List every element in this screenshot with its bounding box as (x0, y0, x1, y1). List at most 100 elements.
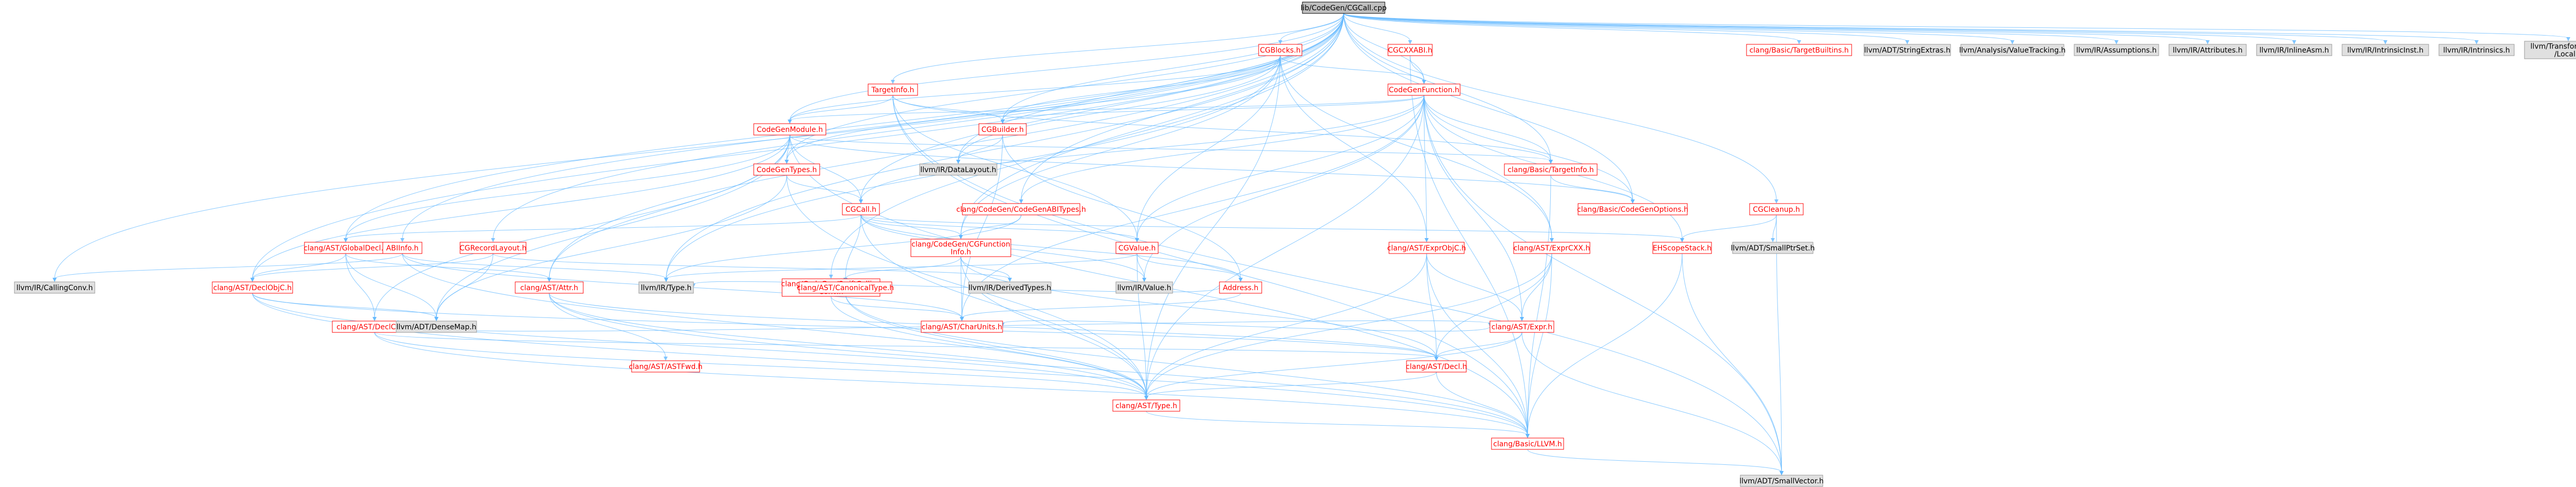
edge-cgblocks-to-cgfunctioninfo (960, 55, 1281, 237)
node-cgrecordlayout[interactable]: CGRecordLayout.h (460, 242, 527, 254)
node-callingconv[interactable]: llvm/IR/CallingConv.h (14, 281, 95, 294)
node-cgcleanup[interactable]: CGCleanup.h (1749, 203, 1804, 215)
node-astfwd[interactable]: clang/AST/ASTFwd.h (629, 360, 703, 373)
node-declobjc[interactable]: clang/AST/DeclObjC.h (212, 281, 293, 294)
edge-exprobjc-to-llvmh (1426, 253, 1528, 435)
node-label: clang/Basic/TargetInfo.h (1507, 166, 1594, 174)
edge-codegenfunction-to-asttype (1146, 95, 1425, 397)
node-label: TargetInfo.h (871, 86, 914, 94)
node-codegenoptions[interactable]: clang/Basic/CodeGenOptions.h (1577, 203, 1688, 215)
node-abiinfo[interactable]: ABIInfo.h (382, 242, 422, 254)
node-label: llvm/IR/DataLayout.h (920, 166, 996, 174)
node-cgcxxabi[interactable]: CGCXXABI.h (1387, 44, 1433, 56)
edge-root-to-targetinfo (892, 13, 1344, 81)
edge-root-to-cgcleanup (1343, 13, 1777, 201)
node-label: CGValue.h (1118, 244, 1156, 253)
edge-declobjc-to-decl (252, 293, 1437, 358)
edge-codegenmodule-to-densemap (436, 135, 790, 318)
node-expr[interactable]: clang/AST/Expr.h (1489, 321, 1554, 333)
node-attr[interactable]: clang/AST/Attr.h (515, 281, 584, 294)
edge-cgblocks-to-cgbuilder (1002, 55, 1281, 121)
edge-ehscopestack-to-smallvector (1682, 253, 1782, 473)
node-attributes[interactable]: llvm/IR/Attributes.h (2168, 44, 2247, 56)
edge-arrowhead-globaldecl (344, 238, 348, 242)
edge-codegenmodule-to-declobjc (252, 135, 790, 279)
node-box (631, 360, 700, 373)
node-codegentypes[interactable]: CodeGenTypes.h (753, 163, 820, 176)
node-cgblocks[interactable]: CGBlocks.h (1258, 44, 1302, 56)
node-smallvector[interactable]: llvm/ADT/SmallVector.h (1739, 475, 1824, 487)
node-irtype[interactable]: llvm/IR/Type.h (638, 281, 694, 294)
node-box (1652, 242, 1712, 254)
edge-cgblocks-to-codegentypes (786, 55, 1281, 161)
node-box (212, 281, 293, 294)
node-intrinsics[interactable]: llvm/IR/Intrinsics.h (2438, 44, 2515, 56)
node-label: clang/AST/Expr.h (1492, 323, 1552, 331)
edge-arrowhead-expr (1520, 317, 1524, 321)
node-label: clang/AST/Decl.h (1406, 363, 1467, 371)
node-codegenmodule[interactable]: CodeGenModule.h (753, 123, 826, 136)
edge-arrowhead-callingconv (53, 278, 57, 282)
edge-root-to-attr (549, 13, 1344, 279)
node-canonicaltype[interactable]: clang/AST/CanonicalType.h (797, 281, 894, 294)
node-smallptrset[interactable]: llvm/ADT/SmallPtrSet.h (1731, 242, 1815, 254)
node-targetbuiltins[interactable]: clang/Basic/TargetBuiltins.h (1746, 44, 1852, 56)
node-codegenfunction[interactable]: CodeGenFunction.h (1387, 83, 1461, 96)
edge-arrowhead-irvalue (1142, 278, 1146, 282)
edge-root-to-intrinsicinst (1343, 13, 2386, 42)
node-label: CGCXXABI.h (1388, 46, 1432, 55)
edge-arrowhead-cgvalue (1135, 238, 1139, 242)
node-box (1258, 44, 1302, 56)
node-transformslocal[interactable]: llvm/Transforms/Utils/Local.h (2524, 41, 2576, 59)
node-declcxx[interactable]: clang/AST/DeclCXX.h (332, 321, 417, 333)
node-ehscopestack[interactable]: EHScopeStack.h (1652, 242, 1712, 254)
edge-codegenabitypes-to-irtype (666, 214, 1022, 279)
node-cgcall[interactable]: CGCall.h (842, 203, 880, 215)
node-label: llvm/IR/Type.h (641, 284, 691, 292)
node-assumptions[interactable]: llvm/IR/Assumptions.h (2074, 44, 2159, 56)
edge-arrowhead-intrinsicinst (2383, 40, 2387, 44)
node-densemap[interactable]: llvm/ADT/DenseMap.h (396, 321, 477, 333)
node-inlineasm[interactable]: llvm/IR/InlineAsm.h (2256, 44, 2332, 56)
node-cgvalue[interactable]: CGValue.h (1115, 242, 1159, 254)
node-llvmh[interactable]: clang/Basic/LLVM.h (1491, 438, 1564, 450)
node-derivedtypes[interactable]: llvm/IR/DerivedTypes.h (968, 281, 1052, 294)
node-asttype[interactable]: clang/AST/Type.h (1112, 399, 1180, 412)
node-box (515, 281, 584, 294)
node-datalayout[interactable]: llvm/IR/DataLayout.h (919, 163, 997, 176)
node-root[interactable]: lib/CodeGen/CGCall.cpp (1301, 2, 1387, 14)
edge-attr-to-astfwd (549, 293, 666, 358)
node-targetinfo[interactable]: TargetInfo.h (868, 83, 918, 96)
node-intrinsicinst[interactable]: llvm/IR/IntrinsicInst.h (2342, 44, 2429, 56)
node-basictargetinfo[interactable]: clang/Basic/TargetInfo.h (1504, 163, 1598, 176)
edge-declobjc-to-asttype (252, 293, 1147, 397)
edge-canonicaltype-to-asttype (845, 293, 1147, 397)
node-decl[interactable]: clang/AST/Decl.h (1406, 360, 1467, 373)
node-box (2342, 44, 2429, 56)
edge-codegenfunction-to-charunits (961, 95, 1425, 318)
edge-expr-to-decl (1436, 332, 1522, 358)
edge-codegenmodule-to-basictargetinfo (789, 135, 1551, 161)
edge-declobjc-to-densemap (252, 293, 437, 318)
node-address[interactable]: Address.h (1219, 281, 1262, 294)
node-label: clang/AST/GlobalDecl.h (303, 244, 387, 253)
edge-arrowhead-cgcxxabi (1408, 40, 1412, 44)
edge-exprcxx-to-decl (1436, 253, 1552, 358)
node-globaldecl[interactable]: clang/AST/GlobalDecl.h (303, 242, 388, 254)
node-box (2168, 44, 2247, 56)
node-stringextras[interactable]: llvm/ADT/StringExtras.h (1863, 44, 1951, 56)
node-charunits[interactable]: clang/AST/CharUnits.h (921, 321, 1003, 333)
edge-cgcall-to-ehscopestack (860, 214, 1683, 240)
node-irvalue[interactable]: llvm/IR/Value.h (1115, 281, 1173, 294)
edge-exprcxx-to-expr (1521, 253, 1552, 318)
node-exprobjc[interactable]: clang/AST/ExprObjC.h (1387, 242, 1466, 254)
node-exprcxx[interactable]: clang/AST/ExprCXX.h (1513, 242, 1590, 254)
edge-basictargetinfo-to-llvmh (1527, 175, 1551, 435)
node-cgbuilder[interactable]: CGBuilder.h (978, 123, 1027, 136)
node-box (1960, 44, 2064, 56)
edge-cgblocks-to-codegenfunction (1280, 55, 1425, 81)
node-codegenabitypes[interactable]: clang/CodeGen/CodeGenABITypes.h (956, 203, 1086, 215)
node-valuetracking[interactable]: llvm/Analysis/ValueTracking.h (1959, 44, 2066, 56)
edge-root-to-transformslocal (1343, 13, 2569, 39)
